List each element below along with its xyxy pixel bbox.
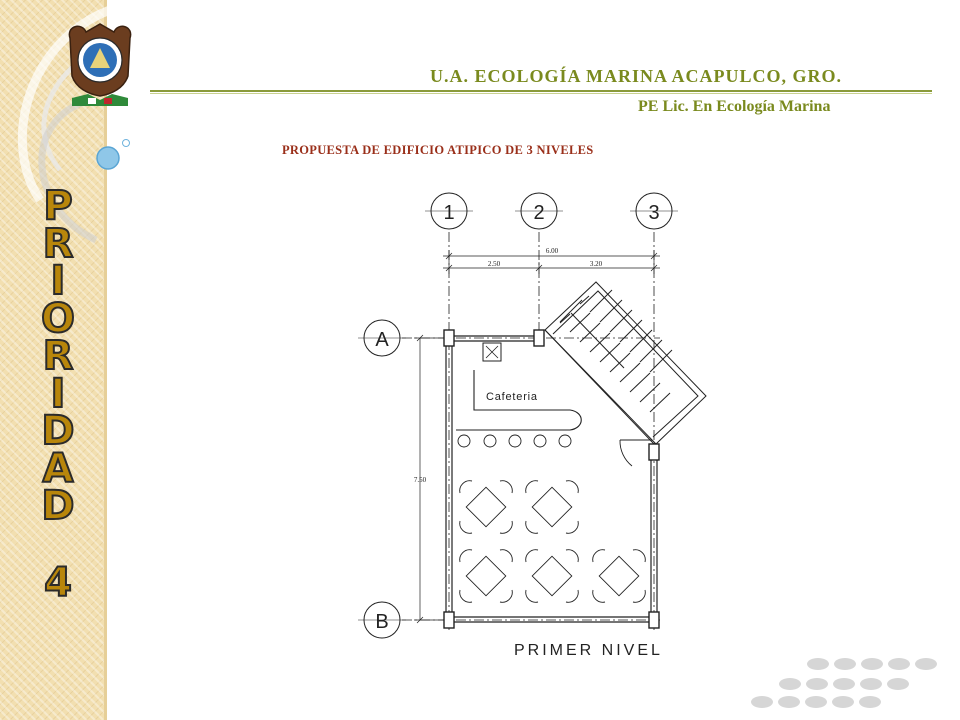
letter: P — [42, 183, 73, 229]
dimension-vertical: 7.50 — [414, 476, 427, 484]
door-swing — [619, 439, 652, 467]
letter: I — [50, 258, 67, 304]
letter: I — [50, 370, 67, 417]
letter: O — [40, 295, 76, 342]
grid-label-b: B — [375, 611, 388, 633]
page-subtitle: PE Lic. En Ecología Marina — [638, 98, 831, 115]
walls — [445, 335, 658, 623]
dimension-right: 3.20 — [590, 260, 603, 268]
room-label: Cafeteria — [486, 391, 538, 403]
priority-number: 4 — [43, 559, 73, 607]
bar-stools — [457, 434, 572, 448]
stair-ramp — [544, 281, 707, 445]
dimension-total: 6.00 — [546, 247, 559, 255]
header-divider — [150, 90, 932, 92]
dimension-lines — [414, 250, 660, 624]
grid-label-a: A — [375, 329, 389, 351]
sink-fixture — [482, 342, 502, 362]
decorative-dots — [751, 658, 937, 708]
level-label: PRIMER NIVEL — [514, 642, 663, 659]
sidebar-panel — [0, 0, 104, 720]
letter: A — [42, 445, 75, 492]
sidebar-edge — [104, 0, 107, 720]
letter: D — [40, 408, 75, 454]
dimension-left: 2.50 — [488, 260, 501, 268]
decorative-swoosh — [17, 5, 130, 244]
grid-label-1: 1 — [443, 202, 454, 224]
page-title: U.A. ECOLOGÍA MARINA ACAPULCO, GRO. — [430, 66, 843, 86]
proposal-heading: PROPUESTA DE EDIFICIO ATIPICO DE 3 NIVEL… — [282, 143, 594, 157]
grid-label-2: 2 — [533, 202, 544, 224]
dining-tables — [459, 480, 646, 603]
letter: R — [42, 333, 75, 379]
university-seal-logo — [68, 23, 132, 106]
bubble-large — [96, 146, 120, 170]
header-divider-light — [150, 93, 932, 94]
bubble-small — [122, 139, 130, 147]
letter: D — [40, 483, 75, 529]
cafeteria-counter — [456, 370, 582, 431]
grid-axis-lines — [402, 232, 660, 630]
vertical-priority-word: P R I O R I D A D — [28, 183, 88, 529]
structural-columns — [443, 329, 660, 629]
floor-plan-drawing: 1 2 3 A B 6.00 2.50 3.20 7.50 Cafeteria — [358, 192, 707, 639]
letter: R — [42, 220, 75, 267]
grid-label-3: 3 — [648, 202, 659, 224]
